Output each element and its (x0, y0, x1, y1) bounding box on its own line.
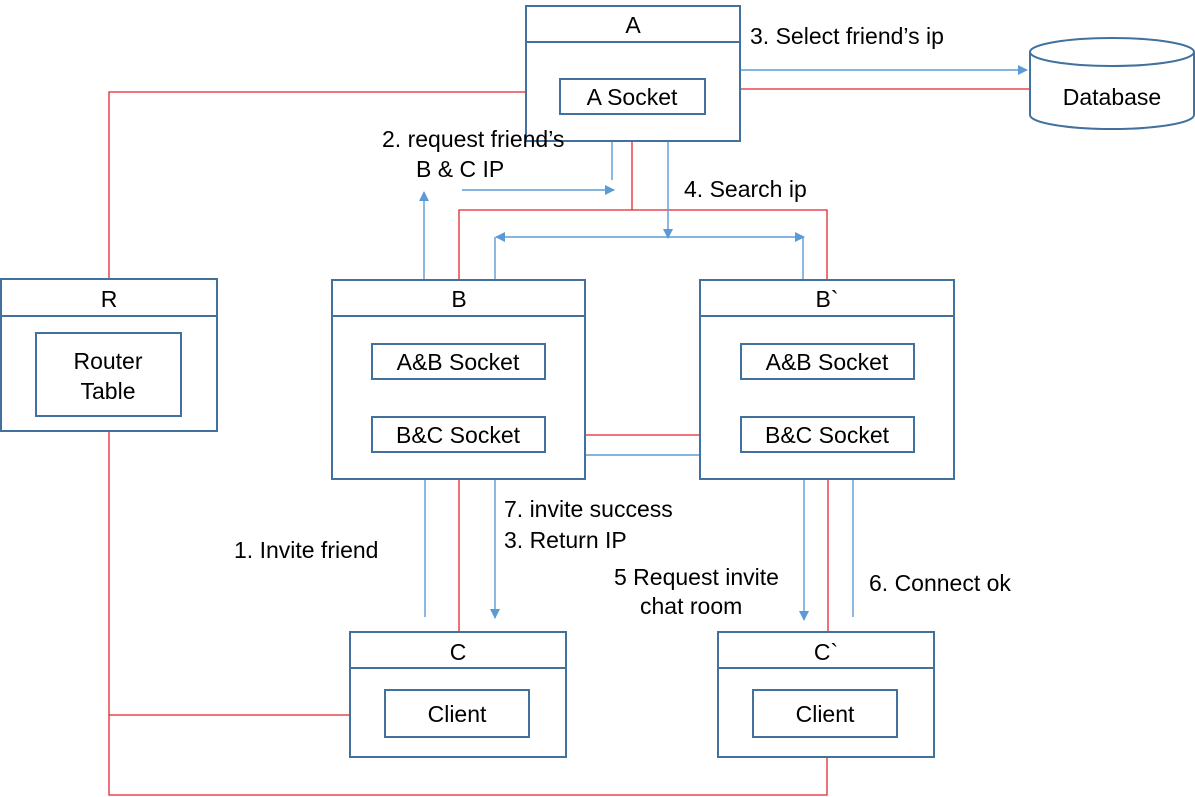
b-bc-socket-box (371, 416, 546, 453)
label-request-ip-line2: B & C IP (416, 156, 504, 182)
database-cylinder-body (1029, 52, 1195, 130)
label-search-ip: 4. Search ip (684, 176, 807, 202)
link-a-r (108, 91, 526, 279)
label-request-invite-line1: 5 Request invite (614, 564, 779, 590)
bprime-bc-socket-box (740, 416, 915, 453)
link-r-cprime (108, 715, 828, 796)
c-client-box (384, 689, 530, 738)
database-label: Database (1063, 84, 1161, 110)
node-a: A A Socket (525, 5, 741, 142)
label-return-ip: 3. Return IP (504, 527, 627, 553)
node-c-title: C (450, 639, 467, 665)
b-ab-socket-box (371, 343, 546, 380)
node-c-prime: C` Client (717, 631, 935, 758)
node-r: R Router Table (0, 278, 218, 432)
node-b-title: B (451, 286, 466, 312)
c-client-label: Client (428, 701, 487, 727)
node-c-prime-title: C` (814, 639, 838, 665)
node-r-title: R (101, 286, 118, 312)
label-select-ip: 3. Select friend’s ip (750, 23, 944, 49)
node-a-box (525, 5, 741, 142)
link-r-c (108, 431, 350, 716)
node-b-prime: B` A&B Socket B&C Socket (699, 279, 955, 480)
link-a-bprime (632, 209, 828, 280)
node-b-prime-title: B` (816, 286, 839, 312)
router-table-box (35, 332, 182, 417)
bprime-bc-socket-label: B&C Socket (765, 422, 890, 448)
bprime-ab-socket-box (740, 343, 915, 380)
label-connect-ok: 6. Connect ok (869, 570, 1011, 596)
bprime-ab-socket-label: A&B Socket (766, 349, 889, 375)
cprime-client-label: Client (796, 701, 855, 727)
label-request-ip-line1: 2. request friend’s (382, 126, 564, 152)
b-ab-socket-label: A&B Socket (397, 349, 520, 375)
a-socket-box (559, 78, 706, 115)
a-socket-label: A Socket (587, 84, 678, 110)
label-request-invite-line2: chat room (640, 593, 742, 619)
database: Database (1029, 37, 1195, 130)
cprime-client-box (752, 689, 898, 738)
edge-labels: 3. Select friend’s ip 2. request friend’… (234, 23, 1011, 619)
label-invite-friend: 1. Invite friend (234, 537, 378, 563)
database-cylinder-top (1029, 37, 1195, 67)
b-bc-socket-label: B&C Socket (396, 422, 521, 448)
node-c: C Client (349, 631, 567, 758)
router-table-line1: Router (73, 348, 142, 374)
link-a-b (458, 209, 632, 280)
node-b: B A&B Socket B&C Socket (331, 279, 586, 480)
label-invite-success: 7. invite success (504, 496, 673, 522)
node-a-title: A (625, 12, 641, 38)
router-table-line2: Table (81, 378, 136, 404)
